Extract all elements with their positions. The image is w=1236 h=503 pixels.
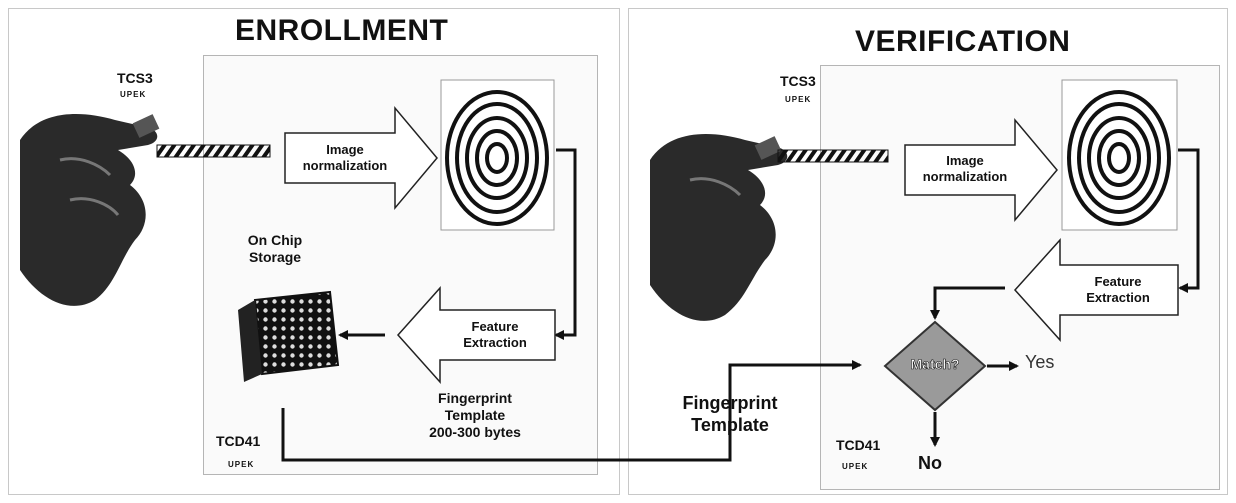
match-diamond: [883, 320, 987, 412]
verification-title: VERIFICATION: [855, 25, 1071, 58]
chip-brand: UPEK: [228, 460, 255, 469]
feature-extraction-label: Feature Extraction: [463, 319, 527, 350]
sensor-brand: UPEK: [120, 90, 147, 99]
sensor-chip-icon: [132, 114, 160, 138]
hand-icon-2: [650, 134, 788, 321]
chip-brand-2: UPEK: [842, 462, 869, 471]
sensor-label: TCS3: [117, 70, 153, 86]
chip-label: TCD41: [216, 433, 261, 449]
sensor-brand-2: UPEK: [785, 95, 812, 104]
chip-label-2: TCD41: [836, 437, 881, 453]
feature-extraction-arrow-2: [1013, 238, 1179, 342]
feature-extraction-label-2: Feature Extraction: [1086, 274, 1150, 305]
yes-label: Yes: [1025, 352, 1055, 372]
image-normalization-label-2: Image normalization: [922, 153, 1008, 184]
sensor-strip-icon-2: [777, 149, 889, 163]
fingerprint-template-label: Fingerprint Template 200-300 bytes: [429, 390, 521, 440]
hand-icon: [20, 114, 158, 306]
template-connector: [281, 360, 862, 462]
storage-label: On Chip Storage: [247, 232, 303, 265]
sensor-strip-icon: [156, 144, 271, 158]
enrollment-title: ENROLLMENT: [235, 14, 449, 47]
no-label: No: [918, 453, 942, 473]
verification-panel: [628, 8, 1228, 495]
match-label: Match?: [910, 356, 960, 373]
image-normalization-label: Image normalization: [302, 142, 388, 173]
feature-extraction-arrow: [396, 286, 556, 384]
enrollment-panel: [8, 8, 620, 495]
fingerprint-icon: [440, 79, 555, 231]
storage-chip-icon: [238, 290, 340, 382]
sensor-label-2: TCS3: [780, 73, 816, 89]
fingerprint-icon-2: [1061, 79, 1178, 231]
image-normalization-arrow-2: [904, 117, 1058, 223]
fingerprint-template-label-2: Fingerprint Template: [682, 393, 778, 435]
sensor-chip-icon-2: [754, 136, 782, 160]
image-normalization-arrow: [284, 105, 438, 211]
